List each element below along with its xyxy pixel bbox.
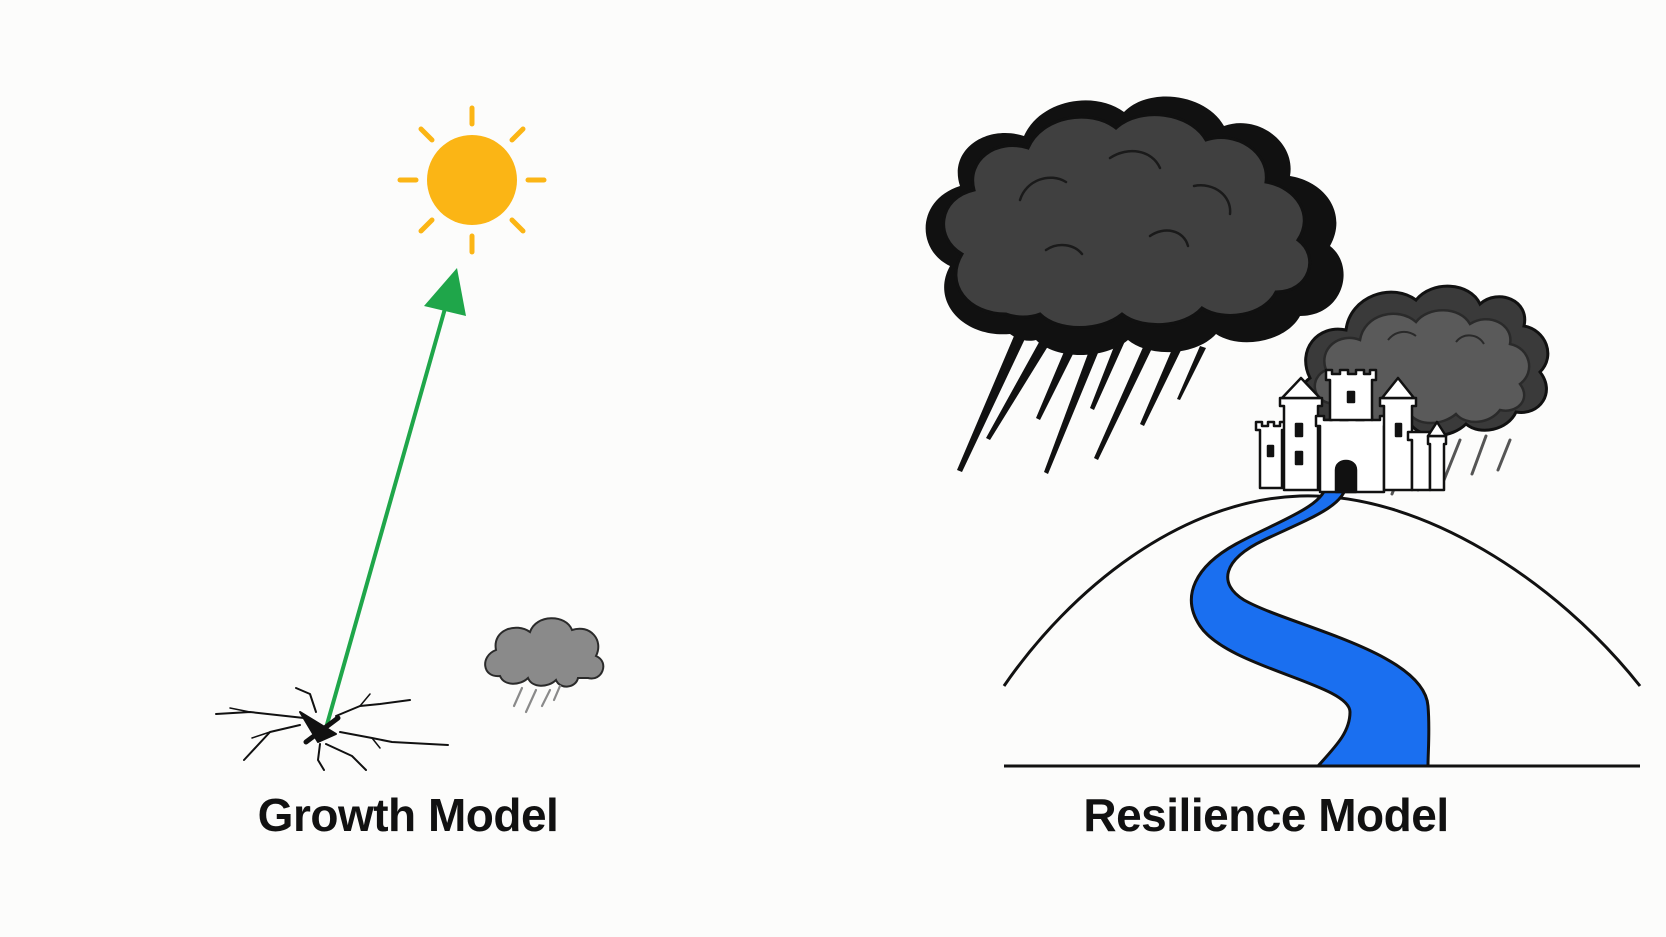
cracked-ground-icon xyxy=(215,687,449,771)
castle-icon xyxy=(1254,368,1448,494)
sun-icon xyxy=(397,105,547,255)
resilience-model-label: Resilience Model xyxy=(1083,789,1449,841)
arrow-up-icon xyxy=(324,268,466,730)
winding-path-icon xyxy=(1189,482,1431,768)
small-rain-cloud-icon xyxy=(484,617,605,714)
growth-model-label: Growth Model xyxy=(257,789,559,841)
storm-cloud-icon xyxy=(925,96,1344,355)
growth-panel xyxy=(215,105,605,771)
storm-rain-icon xyxy=(957,322,1206,474)
hill-icon xyxy=(1002,494,1642,687)
resilience-panel xyxy=(925,96,1642,768)
